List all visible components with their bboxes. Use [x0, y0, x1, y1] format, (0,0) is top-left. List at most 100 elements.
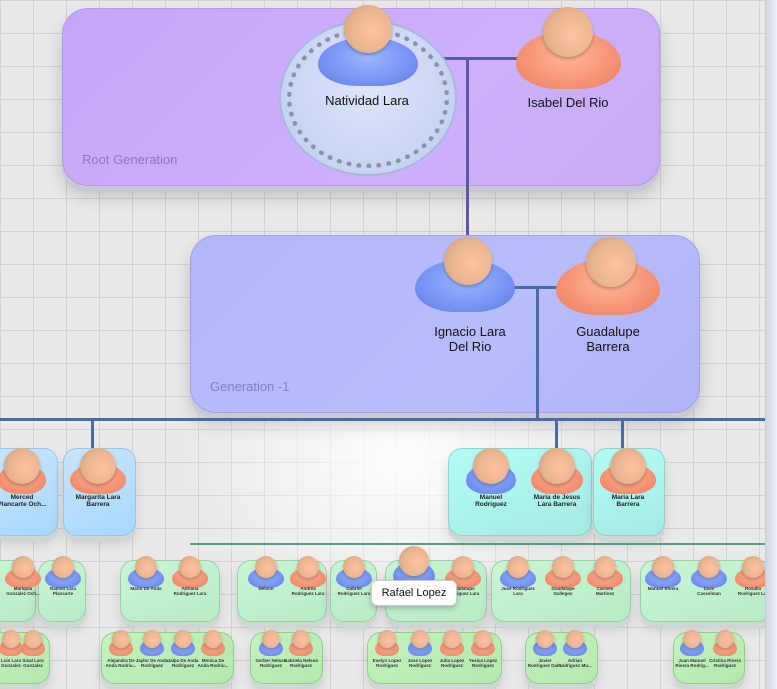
- hover-tooltip: Rafael Lopez: [371, 580, 457, 606]
- name-line: Gabriel: [346, 586, 362, 591]
- vertical-scrollbar[interactable]: [765, 0, 777, 689]
- head-icon: [2, 630, 20, 648]
- person-12[interactable]: Manuel Rivera: [640, 556, 686, 616]
- head-icon: [179, 556, 201, 578]
- person-isabel-del-rio[interactable]: Isabel Del Rio: [503, 5, 633, 117]
- head-icon: [652, 556, 674, 578]
- head-icon: [174, 630, 192, 648]
- head-icon: [12, 556, 34, 578]
- name-line: Rodriguez Mu...: [558, 663, 592, 669]
- name-line: Rodriguez: [475, 501, 507, 509]
- head-icon: [378, 630, 396, 648]
- grandchildren-bus-connector: [190, 543, 766, 545]
- head-icon: [610, 448, 646, 484]
- person-name: Manuel Rivera: [634, 586, 692, 591]
- name-line: Lara: [513, 591, 523, 597]
- head-icon: [344, 5, 392, 53]
- name-line: Barrera: [586, 338, 630, 354]
- name-line: Rodriguez: [409, 663, 431, 669]
- name-line: Plancarte: [52, 591, 74, 597]
- name-line: Yesica Lopez: [468, 658, 498, 663]
- name-line: Gonzalez: [23, 663, 43, 669]
- name-line: Gabriela Nelson: [283, 658, 319, 663]
- person-name: Guadalupe Barrera: [548, 324, 668, 355]
- person-2[interactable]: Mario De Anda: [123, 556, 169, 616]
- head-icon: [539, 448, 575, 484]
- name-line: Plancarte Och...: [0, 501, 47, 509]
- name-line: Dave: [703, 586, 715, 591]
- person-ignacio-lara-del-rio[interactable]: Ignacio Lara Del Rio: [410, 235, 520, 360]
- head-icon: [80, 448, 116, 484]
- name-line: Luis Lara: [0, 658, 21, 663]
- name-line: Rodriguez Lar: [737, 591, 766, 597]
- head-icon: [444, 237, 492, 285]
- name-line: Adrian: [567, 658, 583, 663]
- child-connector: [621, 420, 624, 450]
- name-line: Margarita Lara: [75, 494, 121, 501]
- name-line: Guadalupe: [451, 586, 475, 591]
- name-line: Rodriguez Lara: [446, 591, 480, 597]
- name-line: Barrera: [86, 501, 110, 509]
- head-icon: [566, 630, 584, 648]
- person-guadalupe-barrera[interactable]: Guadalupe Barrera: [548, 235, 668, 360]
- name-line: Sisal Lara: [22, 658, 44, 663]
- child-connector: [91, 420, 94, 450]
- descendant-connector: [466, 58, 469, 258]
- head-icon: [399, 546, 429, 576]
- name-line: Cristina Rivera: [709, 658, 741, 663]
- name-line: Rodriguez Gal...: [527, 663, 563, 669]
- person-natividad-lara[interactable]: Natividad Lara: [300, 5, 434, 115]
- name-line: Maria de Jesus: [533, 494, 581, 501]
- name-line: Rivera Rodrig...: [675, 663, 709, 669]
- name-line: Rodriguez Lara: [337, 591, 371, 597]
- name-line: Rodriguez: [714, 663, 736, 669]
- head-icon: [586, 237, 636, 287]
- head-icon: [292, 630, 310, 648]
- person-name: Mario De Anda: [117, 586, 175, 591]
- name-line: Rodriguez: [472, 663, 494, 669]
- person-4[interactable]: Nelson: [243, 556, 289, 616]
- head-icon: [473, 448, 509, 484]
